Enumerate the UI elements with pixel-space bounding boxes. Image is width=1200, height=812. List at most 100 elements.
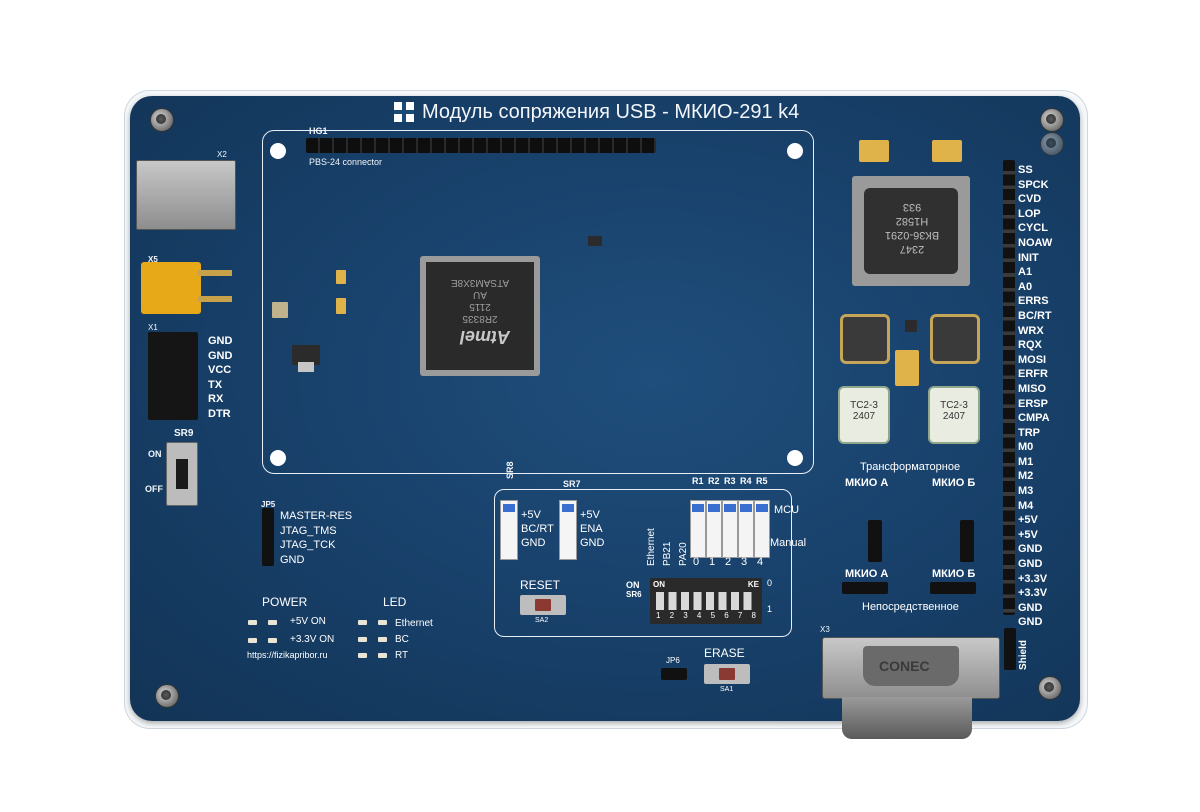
jumper-header[interactable] xyxy=(868,520,882,562)
sr7-options: +5V ENA GND xyxy=(580,509,605,549)
tantalum-capacitor xyxy=(895,350,919,386)
shield-label: Shield xyxy=(1018,639,1029,670)
da1-chip xyxy=(840,314,890,364)
sr6-label: SR6 xyxy=(626,590,642,599)
x1-pin-vcc: VCC xyxy=(208,364,232,377)
status-led xyxy=(358,637,367,642)
mkio-chip-marking: 2347 ВК36-0291 H1582 933 xyxy=(884,201,940,255)
power-led xyxy=(248,638,257,643)
power-led xyxy=(248,620,257,625)
led-bc-label: BC xyxy=(395,634,409,645)
transformer-t2: TC2-3 2407 xyxy=(928,386,980,444)
status-led xyxy=(358,653,367,658)
right-pin-label: +5V xyxy=(1018,528,1038,541)
jumper-header[interactable] xyxy=(842,582,888,594)
right-pin-label: RQX xyxy=(1018,339,1042,352)
power-5v-label: +5V ON xyxy=(290,616,326,627)
mount-hole xyxy=(787,143,803,159)
right-pin-label: A0 xyxy=(1018,280,1033,293)
connector-pin xyxy=(198,296,232,302)
right-pin-label: GND xyxy=(1018,601,1043,614)
mount-hole xyxy=(787,450,803,466)
right-pin-label: SPCK xyxy=(1018,178,1049,191)
usb-b-connector[interactable] xyxy=(136,160,236,230)
tantalum-capacitor xyxy=(336,270,346,284)
transformer-t1: TC2-3 2407 xyxy=(838,386,890,444)
xt30-power-connector[interactable] xyxy=(141,262,201,314)
reset-button[interactable] xyxy=(520,595,566,615)
right-pin-label: CMPA xyxy=(1018,412,1050,425)
mcu-mode-switches[interactable] xyxy=(690,500,770,558)
pb21-vlabel: PB21 xyxy=(662,541,673,566)
screw-icon xyxy=(150,108,174,132)
right-pin-label: ERSP xyxy=(1018,397,1048,410)
config-area-frame xyxy=(494,489,792,637)
right-pin-label: GND xyxy=(1018,558,1043,571)
tantalum-capacitor xyxy=(336,298,346,314)
jp5-jtag-tms: JTAG_TMS xyxy=(280,524,337,537)
website-url: https://fizikapribor.ru xyxy=(247,650,328,660)
sr9-power-switch[interactable] xyxy=(166,442,198,506)
shield-header[interactable] xyxy=(1004,628,1016,670)
regulator-tab xyxy=(298,362,314,372)
x3-label: X3 xyxy=(820,625,830,634)
voltage-regulator xyxy=(292,345,320,365)
transformer-mode-label: Трансформаторное xyxy=(860,461,961,473)
x1-pin-dtr: DTR xyxy=(208,407,231,420)
small-ic xyxy=(905,320,917,332)
db9-connector[interactable]: CONEC xyxy=(822,637,1000,699)
sr7-switch[interactable] xyxy=(559,500,577,560)
right-pin-label: GND xyxy=(1018,616,1043,629)
sa1-label: SA1 xyxy=(720,686,734,693)
display-window-frame xyxy=(262,130,814,474)
sr8-switch[interactable] xyxy=(500,500,518,560)
jumper-header[interactable] xyxy=(960,520,974,562)
power-led xyxy=(268,620,277,625)
right-pin-label: SS xyxy=(1018,164,1033,176)
sr9-on-label: ON xyxy=(148,449,162,459)
screw-icon xyxy=(1038,676,1062,700)
erase-button[interactable] xyxy=(704,664,750,684)
right-pin-label: ERFR xyxy=(1018,368,1048,381)
hg1-label: HG1 xyxy=(309,126,328,136)
x1-label: X1 xyxy=(148,323,158,332)
sr7-label: SR7 xyxy=(563,479,581,489)
smd-component xyxy=(272,302,288,318)
x5-label: X5 xyxy=(148,255,158,264)
right-pin-label: BC/RT xyxy=(1018,309,1052,322)
right-pin-label: TRP xyxy=(1018,426,1040,439)
right-pin-label: M3 xyxy=(1018,485,1034,498)
sa2-label: SA2 xyxy=(535,617,549,624)
right-pin-label: A1 xyxy=(1018,266,1033,279)
right-pin-label: CYCL xyxy=(1018,222,1048,235)
db9-shell xyxy=(842,697,972,739)
x1-header[interactable] xyxy=(148,332,198,420)
erase-label: ERASE xyxy=(704,646,745,660)
dip-bit-1: 1 xyxy=(767,604,773,614)
screw-icon xyxy=(1040,132,1064,156)
right-pin-header[interactable] xyxy=(1003,160,1015,615)
jumper-header[interactable] xyxy=(930,582,976,594)
mkio-a-label: МКИО А xyxy=(845,477,889,489)
reset-label: RESET xyxy=(520,578,561,592)
connector-pin xyxy=(198,270,232,276)
sr9-label: SR9 xyxy=(174,428,194,439)
x2-label: X2 xyxy=(217,150,227,159)
pa20-vlabel: PA20 xyxy=(678,542,689,566)
ethernet-vlabel: Ethernet xyxy=(646,528,657,566)
right-pin-label: ERRS xyxy=(1018,295,1049,308)
mkio-chip xyxy=(864,188,958,274)
power-title: POWER xyxy=(262,595,308,609)
jp6-header[interactable] xyxy=(661,668,687,680)
right-pin-label: +3.3V xyxy=(1018,572,1048,585)
right-pin-label: MOSI xyxy=(1018,353,1047,366)
x1-pin-rx: RX xyxy=(208,393,224,406)
right-pin-label: M2 xyxy=(1018,470,1034,483)
jp5-header[interactable] xyxy=(262,508,274,566)
right-pin-label: M0 xyxy=(1018,441,1034,454)
led-ethernet-label: Ethernet xyxy=(395,618,433,629)
right-pin-label: WRX xyxy=(1018,324,1044,337)
da2-chip xyxy=(930,314,980,364)
